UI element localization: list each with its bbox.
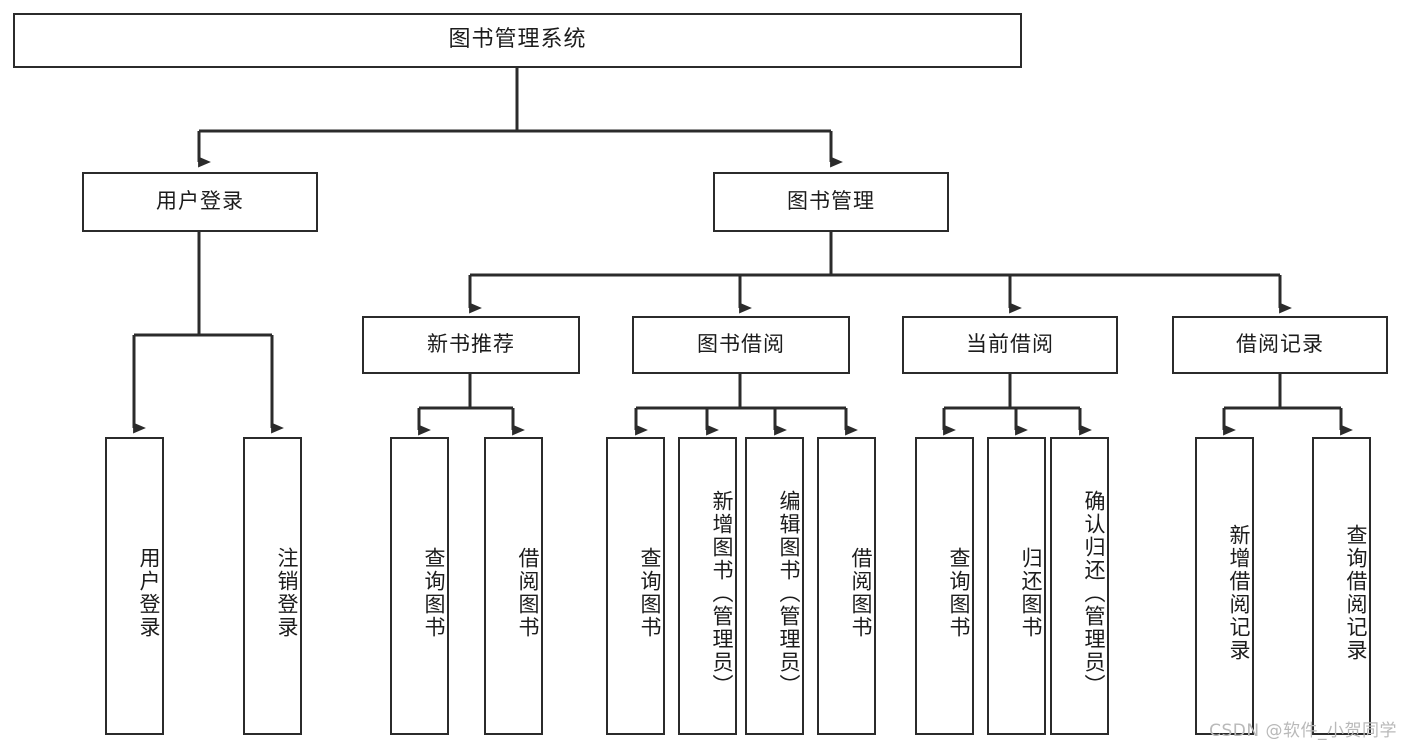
node-book-borrow[interactable]: 图书借阅 <box>632 316 850 374</box>
node-borrow-record-label: 借阅记录 <box>1236 332 1324 357</box>
leaf-borrow-book[interactable]: 借阅图书 <box>817 437 876 735</box>
leaf-new-book-borrow-label: 借阅图书 <box>516 547 540 639</box>
leaf-borrow-query-book[interactable]: 查询图书 <box>606 437 665 735</box>
node-root-system[interactable]: 图书管理系统 <box>13 13 1022 68</box>
leaf-new-book-query-label: 查询图书 <box>422 547 446 639</box>
watermark-text: CSDN @软件_小贺同学 <box>1209 721 1397 741</box>
node-new-book-recommend-label: 新书推荐 <box>427 332 515 357</box>
node-borrow-record[interactable]: 借阅记录 <box>1172 316 1388 374</box>
leaf-current-query-book-label: 查询图书 <box>947 547 971 639</box>
leaf-edit-book-admin[interactable]: 编辑图书（管理员） <box>745 437 804 735</box>
leaf-query-borrow-record[interactable]: 查询借阅记录 <box>1312 437 1371 735</box>
node-book-management[interactable]: 图书管理 <box>713 172 949 232</box>
leaf-confirm-return-admin-label: 确认归还（管理员） <box>1082 489 1106 697</box>
leaf-add-borrow-record[interactable]: 新增借阅记录 <box>1195 437 1254 735</box>
leaf-edit-book-admin-label: 编辑图书（管理员） <box>777 489 801 697</box>
leaf-add-book-admin[interactable]: 新增图书（管理员） <box>678 437 737 735</box>
leaf-return-book[interactable]: 归还图书 <box>987 437 1046 735</box>
leaf-return-book-label: 归还图书 <box>1019 547 1043 639</box>
leaf-logout[interactable]: 注销登录 <box>243 437 302 735</box>
node-new-book-recommend[interactable]: 新书推荐 <box>362 316 580 374</box>
leaf-user-login[interactable]: 用户登录 <box>105 437 164 735</box>
leaf-query-borrow-record-label: 查询借阅记录 <box>1344 524 1368 662</box>
leaf-logout-label: 注销登录 <box>275 547 299 639</box>
node-book-management-label: 图书管理 <box>787 189 875 214</box>
leaf-new-book-borrow[interactable]: 借阅图书 <box>484 437 543 735</box>
node-book-borrow-label: 图书借阅 <box>697 332 785 357</box>
leaf-borrow-query-book-label: 查询图书 <box>638 547 662 639</box>
node-root-system-label: 图书管理系统 <box>448 27 587 53</box>
leaf-add-book-admin-label: 新增图书（管理员） <box>710 489 734 697</box>
leaf-current-query-book[interactable]: 查询图书 <box>915 437 974 735</box>
leaf-new-book-query[interactable]: 查询图书 <box>390 437 449 735</box>
node-user-login-label: 用户登录 <box>156 189 244 214</box>
node-current-borrow-label: 当前借阅 <box>966 332 1054 357</box>
leaf-confirm-return-admin[interactable]: 确认归还（管理员） <box>1050 437 1109 735</box>
leaf-user-login-label: 用户登录 <box>137 547 161 639</box>
leaf-borrow-book-label: 借阅图书 <box>849 547 873 639</box>
node-user-login[interactable]: 用户登录 <box>82 172 318 232</box>
node-current-borrow[interactable]: 当前借阅 <box>902 316 1118 374</box>
leaf-add-borrow-record-label: 新增借阅记录 <box>1227 524 1251 662</box>
